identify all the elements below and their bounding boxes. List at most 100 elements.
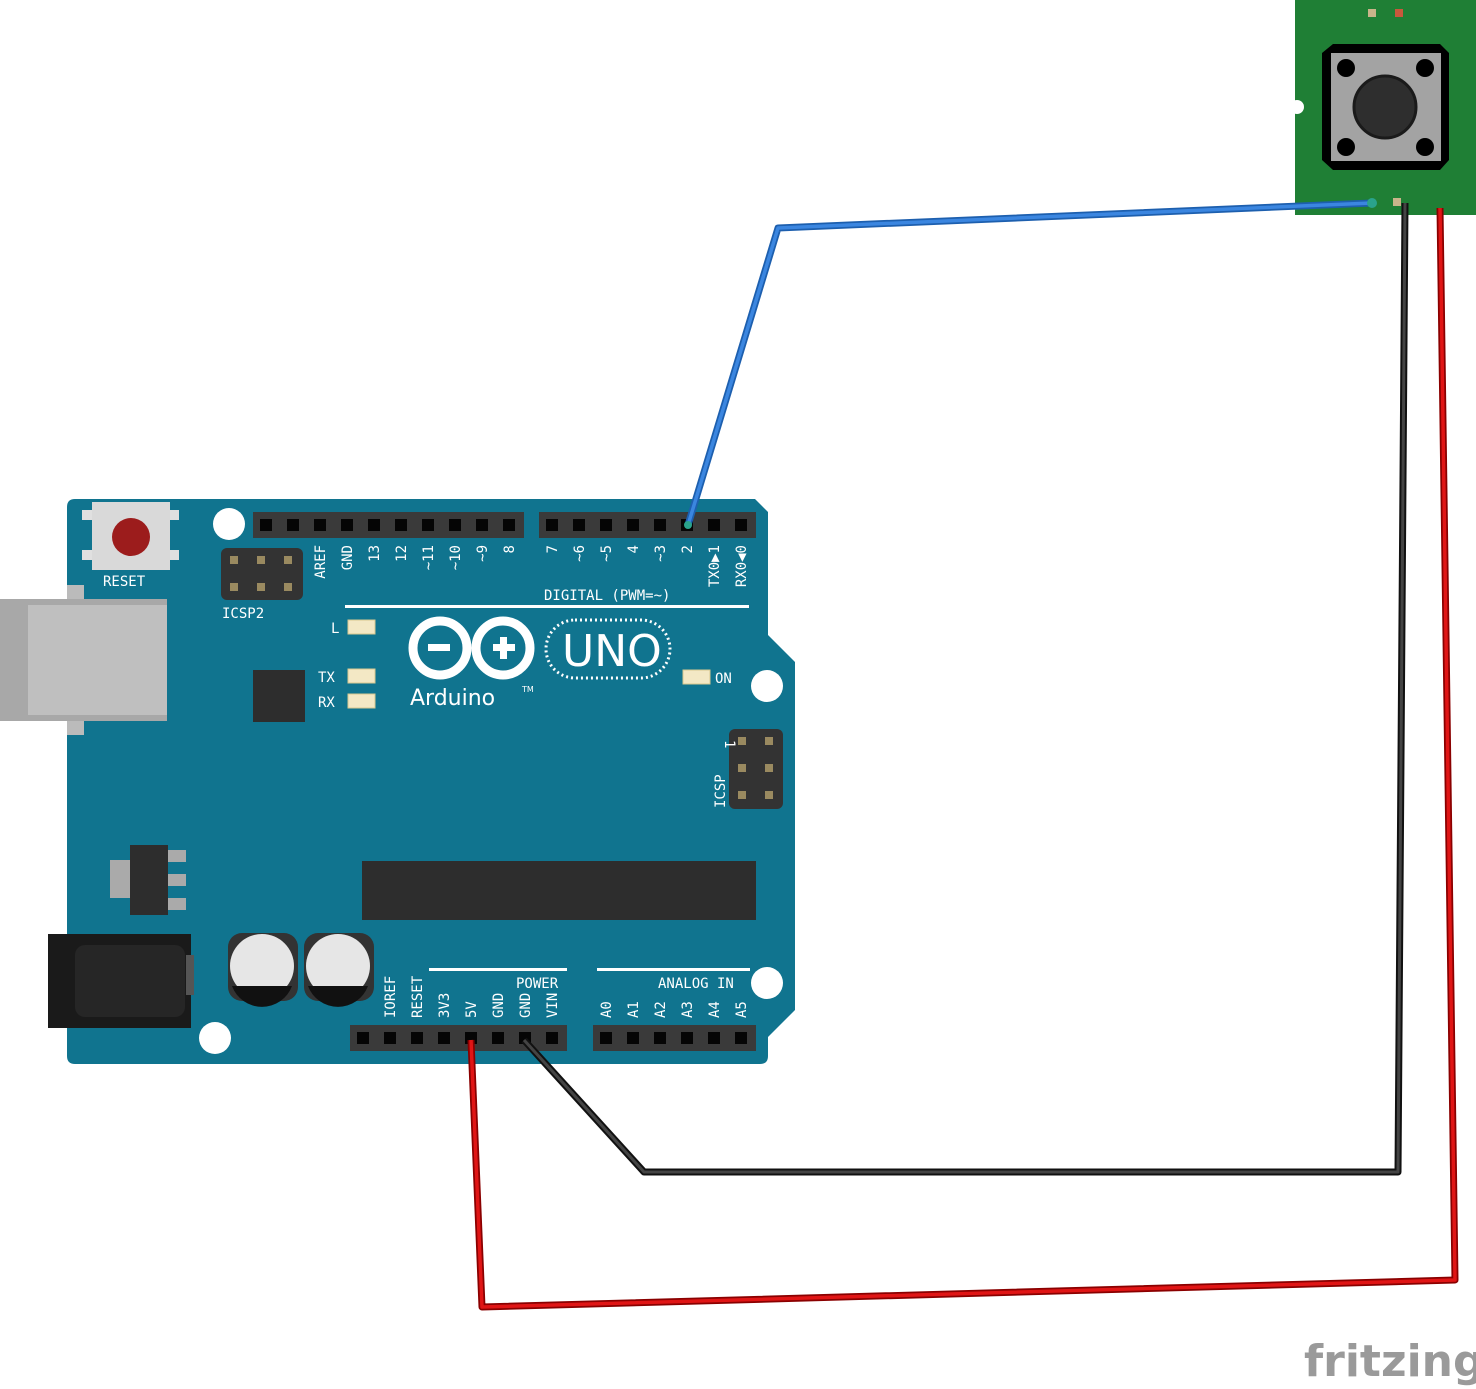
pin-label: ~3 [653,545,669,562]
header-pin[interactable] [357,1032,369,1044]
pin-label: 7 [545,545,561,553]
header-pin[interactable] [503,519,515,531]
header-pin[interactable] [600,1032,612,1044]
pin-label: A4 [707,1001,723,1018]
reset-button[interactable] [82,502,179,570]
led-on-label: ON [715,671,732,687]
pin-label: 4 [626,545,642,553]
header-pin[interactable] [384,1032,396,1044]
header-pin[interactable] [654,1032,666,1044]
pin-label: GND [491,993,507,1018]
led-rx-label: RX [318,695,335,711]
pin-label: 2 [680,545,696,553]
analog-divider [597,968,750,971]
header-pin[interactable] [411,1032,423,1044]
header-pin[interactable] [449,519,461,531]
pin-label: AREF [313,545,329,579]
power-jack[interactable] [48,934,194,1028]
header-pin[interactable] [260,519,272,531]
pushbutton-module [1290,0,1476,215]
led-l-label: L [331,621,339,637]
voltage-regulator [110,845,186,915]
wire-endpoint [684,521,692,529]
capacitor [304,933,374,1007]
mounting-hole [751,967,783,999]
capacitor [228,933,298,1007]
microcontroller-chip [362,861,756,920]
arduino-uno-board: RESET ICSP2 L TX RX ON U [0,499,795,1064]
pin-label: TX0▶1 [707,545,723,587]
pin-label: 13 [367,545,383,562]
uno-logo-text: UNO [562,626,662,677]
pin-label: ~11 [421,545,437,570]
pin-label: ~5 [599,545,615,562]
led-tx [347,668,376,684]
pin-label: ~9 [475,545,491,562]
pin-label: A3 [680,1001,696,1018]
power-divider [429,968,567,971]
header-pin[interactable] [654,519,666,531]
header-pin[interactable] [438,1032,450,1044]
pin-label: RESET [410,975,426,1018]
header-pin[interactable] [368,519,380,531]
chip [253,670,305,722]
mounting-hole [213,508,245,540]
header-pin[interactable] [341,519,353,531]
pin-label: A1 [626,1001,642,1018]
header-pin[interactable] [708,1032,720,1044]
led-rx [347,693,376,709]
pushbutton[interactable] [1352,74,1418,140]
header-pin[interactable] [546,519,558,531]
power-label: POWER [516,976,559,992]
header-pin[interactable] [287,519,299,531]
icsp-pin1-label: 1 [721,740,737,748]
header-pin[interactable] [735,1032,747,1044]
pin-label: IOREF [383,976,399,1018]
header-pin[interactable] [735,519,747,531]
header-pin[interactable] [422,519,434,531]
icsp-label: ICSP [713,774,729,808]
led-l [347,619,376,635]
pin-label: RX0◀0 [734,545,750,587]
pin-label: ~10 [448,545,464,570]
pin-label: 5V [464,1001,480,1018]
trademark: TM [521,685,534,694]
pin-label: ~6 [572,545,588,562]
pin-label: GND [340,545,356,570]
header-pin[interactable] [573,519,585,531]
header-pin[interactable] [627,519,639,531]
signal-wire[interactable] [684,199,1373,527]
ground-wire-highlight [522,202,1407,1174]
header-pin[interactable] [395,519,407,531]
wire-endpoint [1367,198,1377,208]
pin-label: 12 [394,545,410,562]
arduino-logo-text: Arduino [410,686,495,711]
pin-label: 3V3 [437,993,453,1018]
pin-label: 8 [502,545,518,553]
header-pin[interactable] [492,1032,504,1044]
digital-divider [345,605,749,608]
pin-label: A0 [599,1001,615,1018]
header-pin[interactable] [627,1032,639,1044]
power-wire-highlight [469,207,1457,1309]
pin-label: A2 [653,1001,669,1018]
header-pin[interactable] [476,519,488,531]
reset-label: RESET [103,574,146,590]
pin-label: GND [518,993,534,1018]
pin-header [539,512,756,538]
header-pin[interactable] [546,1032,558,1044]
header-pin[interactable] [600,519,612,531]
signal-wire-highlight [686,201,1373,526]
header-pin[interactable] [708,519,720,531]
mounting-hole [199,1022,231,1054]
header-pin[interactable] [681,1032,693,1044]
header-pin[interactable] [314,519,326,531]
arduino-logo [408,616,672,680]
pin-header [593,1025,756,1051]
led-on [682,669,711,685]
usb-connector[interactable] [0,585,167,735]
pin-label: A5 [734,1001,750,1018]
mounting-hole [751,670,783,702]
icsp2-header [221,548,303,600]
